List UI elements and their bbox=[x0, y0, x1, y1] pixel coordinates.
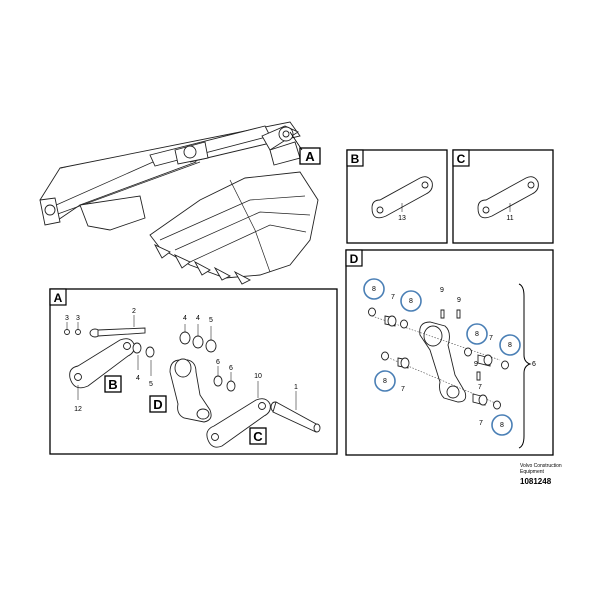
part-11-label: 11 bbox=[506, 215, 513, 222]
pin-1 bbox=[270, 391, 321, 433]
ref-d-label: D bbox=[153, 397, 162, 412]
part-6b-label: 6 bbox=[229, 365, 233, 372]
seals-right bbox=[464, 347, 509, 410]
link-12 bbox=[69, 338, 135, 389]
part-3b-label: 3 bbox=[76, 315, 80, 322]
callout-a-label: A bbox=[305, 149, 315, 164]
part-1-label: 1 bbox=[294, 384, 298, 391]
bushings-top bbox=[179, 324, 217, 353]
link-d-detail bbox=[419, 321, 467, 403]
link-d bbox=[169, 358, 212, 423]
part-7c-label: 7 bbox=[401, 386, 405, 393]
part-8f-label: 8 bbox=[500, 422, 504, 429]
panel-b-title: B bbox=[351, 152, 360, 166]
footer-brand-line1: Volvo Construction bbox=[520, 463, 562, 469]
part-8a-label: 8 bbox=[372, 286, 376, 293]
part-8e-label: 8 bbox=[383, 378, 387, 385]
part-7a-label: 7 bbox=[391, 294, 395, 301]
panel-d: D bbox=[345, 249, 554, 456]
part-10-label: 10 bbox=[254, 373, 262, 380]
ref-d-box bbox=[149, 395, 167, 413]
part-7b-label: 7 bbox=[489, 335, 493, 342]
highlight-ring bbox=[363, 278, 385, 300]
part-6a-label: 6 bbox=[216, 359, 220, 366]
seals-left bbox=[368, 307, 410, 369]
panel-a: A bbox=[49, 288, 338, 455]
part-7e-label: 7 bbox=[478, 384, 482, 391]
panel-a-title: A bbox=[54, 291, 63, 305]
ref-c-box bbox=[249, 427, 267, 445]
panel-b: B 13 bbox=[346, 149, 448, 244]
part-5a-label: 5 bbox=[209, 317, 213, 324]
ref-b-label: B bbox=[108, 377, 117, 392]
highlight-ring bbox=[499, 334, 521, 356]
part-12-label: 12 bbox=[74, 406, 82, 413]
ref-b-box bbox=[104, 375, 122, 393]
link-13 bbox=[371, 176, 433, 219]
ref-c-label: C bbox=[253, 429, 263, 444]
bushings-right bbox=[213, 366, 236, 392]
panel-d-title: D bbox=[350, 252, 359, 266]
highlight-ring bbox=[400, 290, 422, 312]
part-9c-label: 9 bbox=[474, 361, 478, 368]
part-8d-label: 8 bbox=[508, 342, 512, 349]
part-13-label: 13 bbox=[398, 215, 406, 222]
bolts-3 bbox=[64, 322, 81, 335]
part-8c-label: 8 bbox=[475, 331, 479, 338]
callout-box-a bbox=[299, 147, 321, 165]
grease-nipples-9 bbox=[440, 309, 481, 381]
part-9b-label: 9 bbox=[457, 297, 461, 304]
part-4c-label: 4 bbox=[136, 375, 140, 382]
panel-c: C 11 bbox=[452, 149, 554, 244]
link-11 bbox=[477, 176, 539, 219]
footer-doc-id: 1081248 bbox=[520, 477, 552, 486]
highlight-ring bbox=[491, 414, 513, 436]
part-4a-label: 4 bbox=[183, 315, 187, 322]
pin-2 bbox=[89, 315, 146, 338]
part-8b-label: 8 bbox=[409, 298, 413, 305]
part-4b-label: 4 bbox=[196, 315, 200, 322]
footer-brand-line2: Equipment bbox=[520, 469, 545, 475]
part-6-label: 6 bbox=[532, 361, 536, 368]
part-3a-label: 3 bbox=[65, 315, 69, 322]
link-10 bbox=[206, 398, 271, 448]
highlight-ring bbox=[374, 370, 396, 392]
part-5b-label: 5 bbox=[149, 381, 153, 388]
excavator-overview bbox=[39, 121, 319, 285]
panel-c-title: C bbox=[457, 152, 466, 166]
part-7d-label: 7 bbox=[479, 420, 483, 427]
part-9a-label: 9 bbox=[440, 287, 444, 294]
highlight-ring bbox=[466, 323, 488, 345]
part-2-label: 2 bbox=[132, 308, 136, 315]
washers-6 bbox=[132, 342, 155, 358]
